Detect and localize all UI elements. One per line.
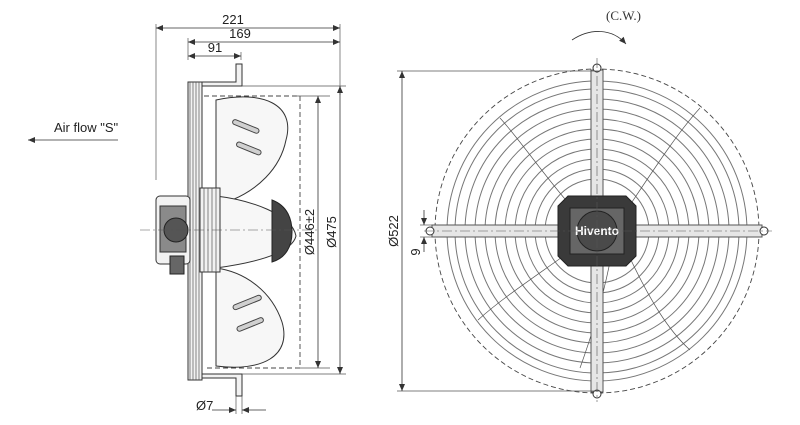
- dim-label-91: 91: [208, 40, 222, 55]
- dim-label-522: Ø522: [386, 215, 401, 247]
- dim-label-169: 169: [229, 26, 251, 41]
- upper-bracket: [201, 63, 243, 87]
- airflow-label: Air flow "S": [54, 120, 119, 135]
- dim-label-9: 9: [408, 248, 423, 255]
- airflow-indicator: Air flow "S": [28, 120, 119, 143]
- rotor-fins: [271, 199, 293, 263]
- rotation-arrow: [571, 31, 627, 45]
- blade-grooves: [232, 119, 264, 332]
- dim-label-221: 221: [222, 12, 244, 27]
- brand-logo: Hivento: [575, 224, 619, 238]
- lower-bracket: [201, 373, 243, 397]
- dim-label-446: Ø446±2: [302, 209, 317, 255]
- rotation-label: (C.W.): [606, 8, 641, 23]
- side-view: 221 169 91: [140, 12, 346, 414]
- terminal-box: [169, 255, 185, 275]
- ring-outline: [204, 95, 301, 369]
- blade-lower: [215, 267, 285, 368]
- dim-label-475: Ø475: [324, 216, 339, 248]
- dim-label-hole: Ø7: [196, 398, 213, 413]
- front-view: (C.W.): [386, 8, 772, 402]
- ring-fins: [189, 82, 200, 380]
